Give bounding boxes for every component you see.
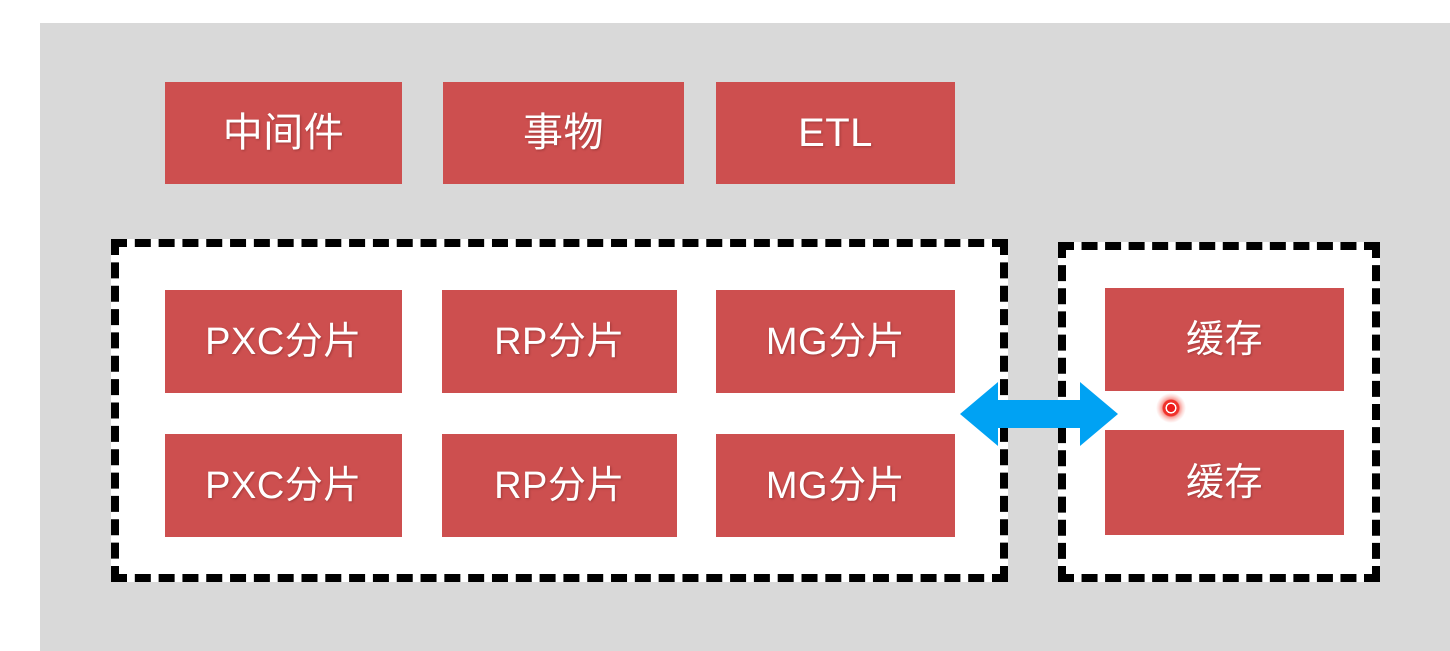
shard-box-pxc-row1[interactable]: PXC分片 — [165, 290, 402, 393]
box-etl[interactable]: ETL — [716, 82, 955, 184]
box-middleware[interactable]: 中间件 — [165, 82, 402, 184]
shard-box-rp-row1[interactable]: RP分片 — [442, 290, 677, 393]
shard-box-mg-row1[interactable]: MG分片 — [716, 290, 955, 393]
shard-box-pxc-row2[interactable]: PXC分片 — [165, 434, 402, 537]
double-headed-arrow-icon — [960, 378, 1118, 450]
shard-box-rp-row2[interactable]: RP分片 — [442, 434, 677, 537]
shard-box-mg-row2[interactable]: MG分片 — [716, 434, 955, 537]
cache-box-bottom[interactable]: 缓存 — [1105, 430, 1344, 535]
box-affair[interactable]: 事物 — [443, 82, 684, 184]
cache-box-top[interactable]: 缓存 — [1105, 288, 1344, 391]
